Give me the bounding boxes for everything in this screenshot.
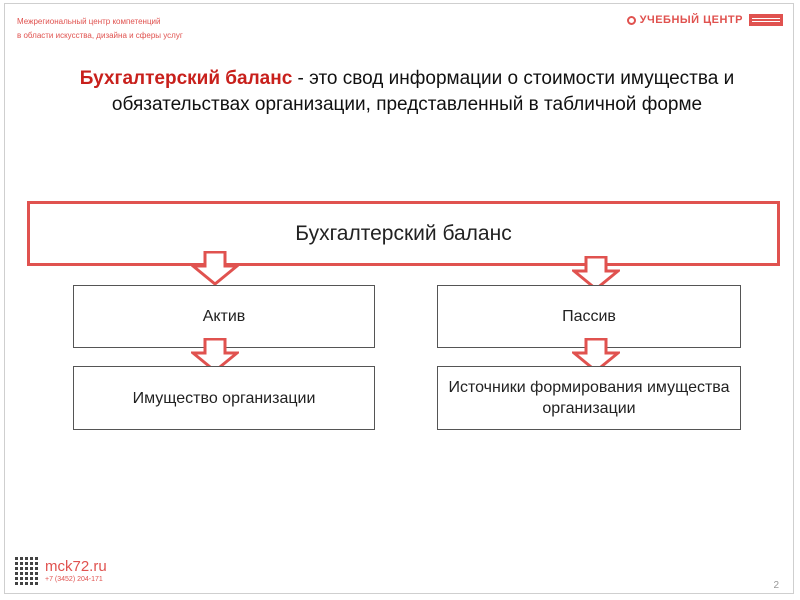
balance-root-label: Бухгалтерский баланс xyxy=(295,221,512,245)
property-label: Имущество организации xyxy=(132,389,316,407)
footer-phone: +7 (3452) 204-171 xyxy=(45,575,103,583)
org-name-line-2: в области искусства, дизайна и сферы усл… xyxy=(17,31,183,40)
property-box: Имущество организации xyxy=(73,366,375,430)
down-arrow-icon xyxy=(572,256,620,290)
property-sources-box: Источники формирования имущества организ… xyxy=(437,366,741,430)
property-sources-label: Источники формирования имущества организ… xyxy=(448,379,730,417)
training-center-logo: УЧЕБНЫЙ ЦЕНТР xyxy=(626,14,783,26)
liability-label: Пассив xyxy=(562,308,616,325)
org-name-line-1: Межрегиональный центр компетенций xyxy=(17,17,161,26)
page-number: 2 xyxy=(773,580,779,591)
down-arrow-icon xyxy=(191,251,239,285)
asset-label: Актив xyxy=(202,308,246,325)
down-arrow-icon xyxy=(572,338,620,372)
org-header: Межрегиональный центр компетенций в обла… xyxy=(17,15,183,43)
definition-term: Бухгалтерский баланс xyxy=(79,68,293,89)
logo-text: УЧЕБНЫЙ ЦЕНТР xyxy=(639,14,743,26)
definition-text: - это свод информации о стоимости имущес… xyxy=(111,68,735,115)
qr-code-icon xyxy=(15,557,39,585)
footer-website[interactable]: mck72.ru xyxy=(45,557,107,575)
slide-frame: Межрегиональный центр компетенций в обла… xyxy=(4,3,794,594)
definition-paragraph: Бухгалтерский баланс - это свод информац… xyxy=(27,66,787,118)
down-arrow-icon xyxy=(191,338,239,372)
logo-badge-icon xyxy=(749,14,783,26)
logo-circle-icon xyxy=(626,15,636,25)
balance-root-box: Бухгалтерский баланс xyxy=(27,201,780,266)
footer-contacts: mck72.ru +7 (3452) 204-171 xyxy=(15,557,107,585)
